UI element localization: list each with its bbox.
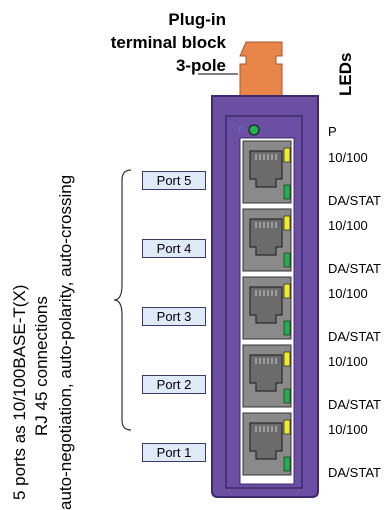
- led-label-da-stat: DA/STAT: [328, 193, 381, 208]
- led-label-10-100: 10/100: [328, 286, 368, 301]
- led-da-stat: [283, 320, 291, 336]
- rj45-port: [242, 208, 292, 272]
- led-10-100: [283, 351, 291, 367]
- led-label-10-100: 10/100: [328, 218, 368, 233]
- ports-brace: [113, 169, 132, 431]
- port-label: Port 2: [142, 375, 206, 394]
- led-da-stat: [283, 184, 291, 200]
- terminal-block-label-line2: terminal block: [110, 33, 226, 52]
- terminal-block-connector: [239, 41, 283, 97]
- led-10-100: [283, 215, 291, 231]
- rj45-port: [242, 344, 292, 408]
- led-10-100: [283, 283, 291, 299]
- led-label-10-100: 10/100: [328, 150, 368, 165]
- led-da-stat: [283, 388, 291, 404]
- port-label: Port 3: [142, 307, 206, 326]
- led-da-stat: [283, 456, 291, 472]
- led-10-100: [283, 419, 291, 435]
- svg-text:P: P: [238, 125, 243, 134]
- port-label: Port 1: [142, 443, 206, 462]
- terminal-block-label-line1: Plug-in: [168, 10, 226, 29]
- led-label-da-stat: DA/STAT: [328, 261, 381, 276]
- led-label-da-stat: DA/STAT: [328, 465, 381, 480]
- terminal-block-label-line3: 3-pole: [175, 56, 226, 75]
- led-10-100: [283, 147, 291, 163]
- port-label: Port 4: [142, 239, 206, 258]
- led-label-10-100: 10/100: [328, 422, 368, 437]
- power-led-label: P: [328, 124, 337, 139]
- led-label-da-stat: DA/STAT: [328, 397, 381, 412]
- port-label: Port 5: [142, 171, 206, 190]
- led-label-10-100: 10/100: [328, 354, 368, 369]
- led-label-da-stat: DA/STAT: [328, 329, 381, 344]
- rj45-port: [242, 140, 292, 204]
- rj45-port: [242, 276, 292, 340]
- rj45-port: [242, 412, 292, 476]
- led-da-stat: [283, 252, 291, 268]
- power-led: P: [238, 124, 260, 136]
